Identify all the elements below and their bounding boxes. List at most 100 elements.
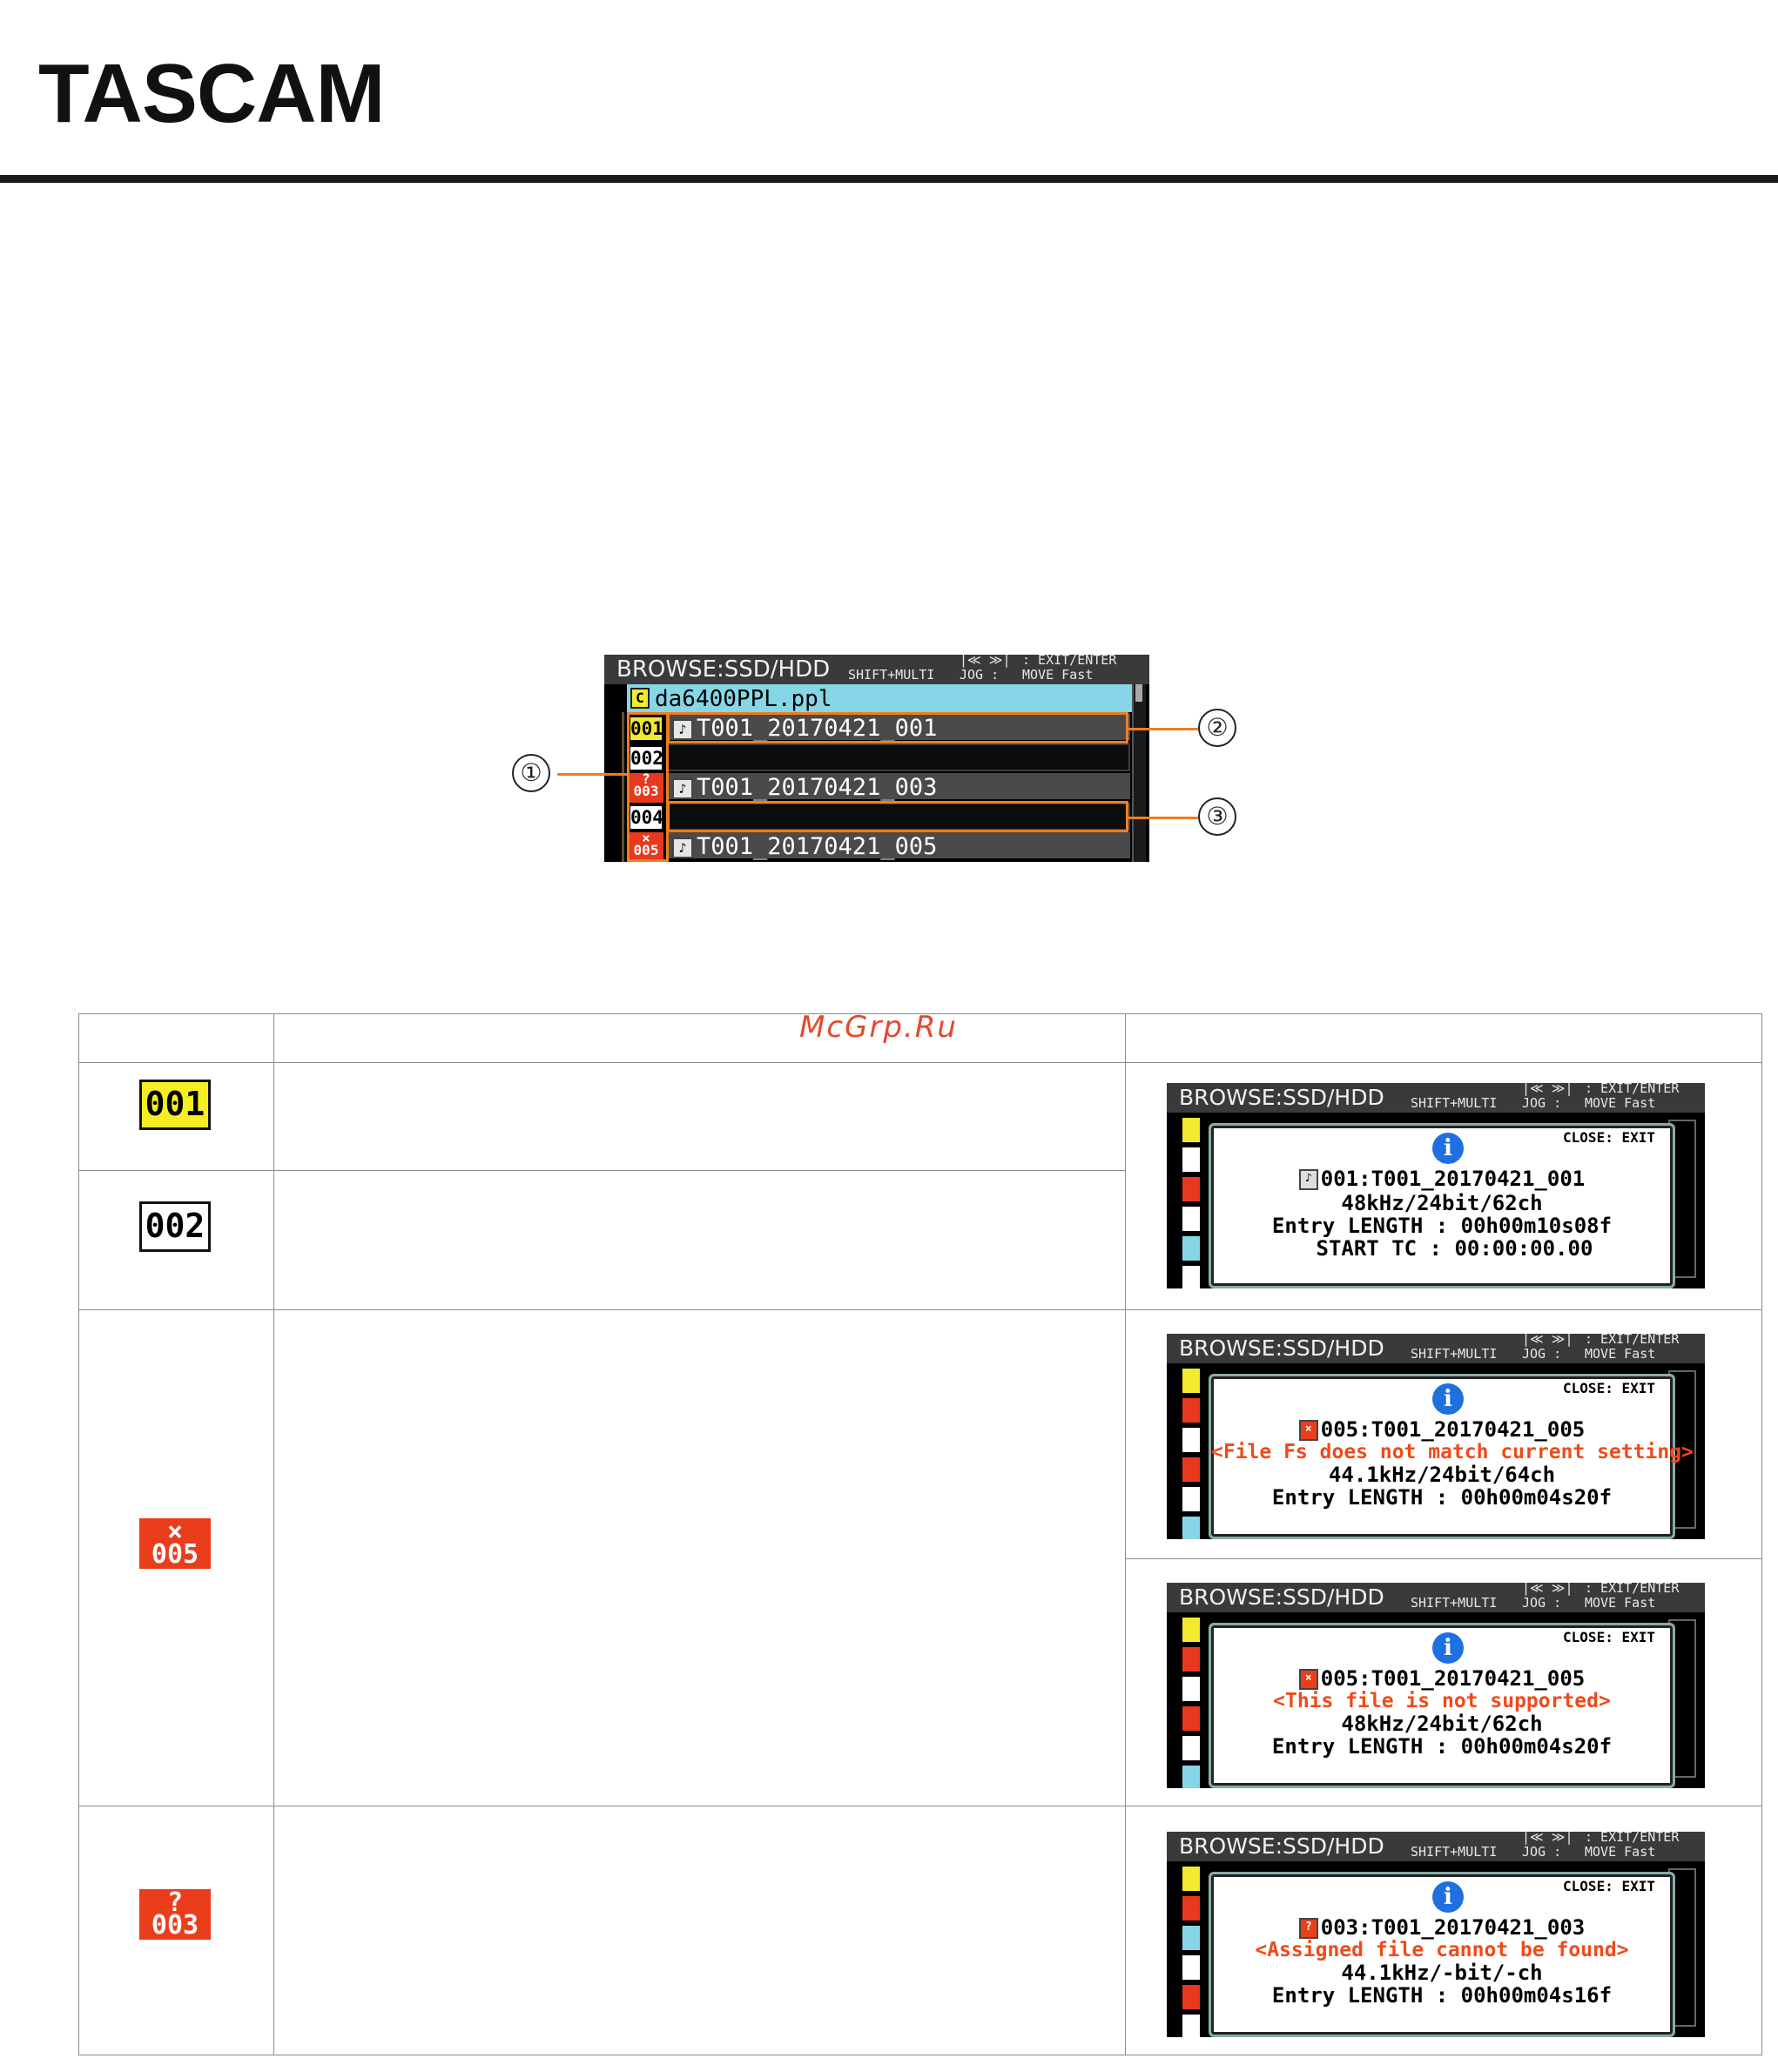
- icon-missing-entry: ? 003: [139, 1889, 211, 1940]
- exit-enter-hint: : EXIT/ENTER: [1585, 1832, 1680, 1845]
- dialog-length-line: Entry LENGTH : 00h00m04s16f: [1271, 1983, 1613, 2008]
- table-rule: [78, 1170, 1125, 1171]
- table-rule: [78, 1013, 79, 2055]
- browse-title-bar: BROWSE:SSD/HDD SHIFT+MULTI |≪ ≫| JOG : :…: [1167, 1583, 1705, 1612]
- shift-multi-hint: SHIFT+MULTI: [1411, 1844, 1498, 1860]
- info-screen-005-fs: BROWSE:SSD/HDD SHIFT+MULTI |≪ ≫| JOG : :…: [1167, 1334, 1705, 1539]
- browse-title: BROWSE:SSD/HDD: [616, 656, 831, 683]
- folder-row[interactable]: C da6400PPL.ppl: [627, 684, 1132, 712]
- callout-2: ②: [1198, 709, 1236, 747]
- entry-number-001: 001: [629, 716, 663, 742]
- icon-normal-entry: 001: [139, 1080, 211, 1130]
- table-rule: [1125, 1013, 1126, 2055]
- callout-3: ③: [1198, 797, 1236, 836]
- dialog-format-line: 48kHz/24bit/62ch: [1341, 1712, 1543, 1736]
- info-dialog[interactable]: CLOSE: EXIT i ×005:T001_20170421_005 <Th…: [1209, 1623, 1675, 1788]
- audio-file-icon: ♪: [1298, 1169, 1318, 1190]
- browse-title-bar: BROWSE:SSD/HDD SHIFT+MULTI |≪ ≫| JOG : :…: [604, 655, 1149, 684]
- info-icon: i: [1432, 1383, 1464, 1415]
- table-rule: [273, 1013, 274, 2055]
- browse-title: BROWSE:SSD/HDD: [1179, 1335, 1384, 1361]
- scrollbar-thumb[interactable]: [1135, 684, 1142, 702]
- table-rule: [78, 1013, 1762, 1014]
- browse-title: BROWSE:SSD/HDD: [1179, 1833, 1384, 1859]
- skip-nav-hint: |≪ ≫|: [960, 655, 1011, 668]
- info-icon: i: [1432, 1133, 1464, 1164]
- browse-title: BROWSE:SSD/HDD: [1179, 1085, 1384, 1110]
- exit-enter-hint: : EXIT/ENTER: [1585, 1083, 1680, 1096]
- browse-scrollbar[interactable]: [1132, 684, 1146, 862]
- audio-file-icon: ♪: [672, 719, 693, 740]
- table-rule: [78, 1309, 1762, 1310]
- move-fast-hint: MOVE Fast: [1585, 1095, 1656, 1111]
- move-fast-hint: MOVE Fast: [1022, 667, 1094, 683]
- move-fast-hint: MOVE Fast: [1585, 1595, 1656, 1611]
- skip-nav-hint: |≪ ≫|: [1522, 1334, 1573, 1347]
- jog-hint: JOG :: [1522, 1844, 1562, 1860]
- browse-title-bar: BROWSE:SSD/HDD SHIFT+MULTI |≪ ≫| JOG : :…: [1167, 1334, 1705, 1363]
- dialog-start-tc-line: START TC : 00:00:00.00: [1290, 1236, 1593, 1261]
- skip-nav-hint: |≪ ≫|: [1522, 1083, 1573, 1096]
- entry-row-003[interactable]: ♪ T001_20170421_003: [667, 773, 1130, 801]
- info-dialog[interactable]: CLOSE: EXIT i ×005:T001_20170421_005 <Fi…: [1209, 1374, 1694, 1539]
- tascam-logo: TASCAM: [38, 47, 385, 140]
- entry-number-003-missing: ? 003: [629, 772, 663, 803]
- entry-id: 001:T001_20170421_001: [1320, 1167, 1586, 1191]
- exit-enter-hint: : EXIT/ENTER: [1585, 1583, 1680, 1596]
- shift-multi-hint: SHIFT+MULTI: [848, 667, 935, 683]
- info-icon: i: [1432, 1881, 1464, 1913]
- dialog-error-line: <File Fs does not match current setting>: [1211, 1441, 1694, 1463]
- table-rule: [1761, 1013, 1762, 2055]
- dialog-format-line: 48kHz/24bit/62ch: [1341, 1191, 1543, 1215]
- exit-enter-hint: : EXIT/ENTER: [1585, 1334, 1680, 1347]
- jog-hint: JOG :: [1522, 1346, 1562, 1362]
- entry-number-005-error: × 005: [629, 831, 663, 862]
- info-dialog[interactable]: CLOSE: EXIT i ?003:T001_20170421_003 <As…: [1209, 1872, 1675, 2037]
- entry-id: 005:T001_20170421_005: [1320, 1417, 1586, 1442]
- info-screen-003-missing: BROWSE:SSD/HDD SHIFT+MULTI |≪ ≫| JOG : :…: [1167, 1832, 1705, 2037]
- browse-title-bar: BROWSE:SSD/HDD SHIFT+MULTI |≪ ≫| JOG : :…: [1167, 1083, 1705, 1113]
- dialog-error-line: <This file is not supported>: [1273, 1690, 1611, 1712]
- dialog-entry-line: ×005:T001_20170421_005: [1211, 1418, 1673, 1441]
- unsupported-file-icon: ×: [1298, 1669, 1318, 1690]
- callout-2-leader: [1128, 728, 1198, 730]
- icon-empty-entry: 002: [139, 1201, 211, 1252]
- entry-id: 003:T001_20170421_003: [1320, 1915, 1586, 1940]
- dialog-format-line: 44.1kHz/24bit/64ch: [1328, 1463, 1556, 1487]
- number-column-highlight: [627, 712, 669, 862]
- table-rule: [78, 1062, 1762, 1063]
- jog-hint: JOG :: [1522, 1095, 1562, 1111]
- current-folder-badge: C: [630, 688, 650, 709]
- callout-3-leader: [1128, 817, 1198, 819]
- move-fast-hint: MOVE Fast: [1585, 1844, 1656, 1860]
- callout-1: ①: [512, 754, 550, 792]
- move-fast-hint: MOVE Fast: [1585, 1346, 1656, 1362]
- info-dialog[interactable]: CLOSE: EXIT i ♪001:T001_20170421_001 48k…: [1209, 1123, 1675, 1288]
- close-hint: CLOSE: EXIT: [1563, 1629, 1655, 1645]
- skip-nav-hint: |≪ ≫|: [1522, 1832, 1573, 1845]
- entry-row-005[interactable]: ♪ T001_20170421_005: [667, 832, 1130, 860]
- dialog-format-line: 44.1kHz/-bit/-ch: [1341, 1961, 1543, 1985]
- exit-enter-hint: : EXIT/ENTER: [1022, 655, 1117, 668]
- dialog-entry-line: ♪001:T001_20170421_001: [1211, 1167, 1673, 1190]
- callout-1-leader: [557, 773, 627, 776]
- entry-number-002: 002: [629, 745, 663, 771]
- header-rule: [0, 175, 1778, 183]
- entry-row-001[interactable]: ♪ T001_20170421_001: [667, 714, 1130, 742]
- watermark: McGrp.Ru: [799, 1010, 958, 1045]
- entry-row-002[interactable]: [667, 743, 1130, 771]
- entry-number-004: 004: [629, 804, 663, 831]
- shift-multi-hint: SHIFT+MULTI: [1411, 1346, 1498, 1362]
- jog-hint: JOG :: [960, 667, 1000, 683]
- dialog-length-line: Entry LENGTH : 00h00m10s08f: [1271, 1214, 1613, 1238]
- missing-file-icon: ?: [1298, 1918, 1318, 1939]
- browse-title-bar: BROWSE:SSD/HDD SHIFT+MULTI |≪ ≫| JOG : :…: [1167, 1832, 1705, 1861]
- entry-name: T001_20170421_005: [697, 833, 938, 860]
- dialog-length-line: Entry LENGTH : 00h00m04s20f: [1271, 1734, 1613, 1759]
- entry-id: 005:T001_20170421_005: [1320, 1666, 1586, 1691]
- shift-multi-hint: SHIFT+MULTI: [1411, 1095, 1498, 1111]
- close-hint: CLOSE: EXIT: [1563, 1878, 1655, 1894]
- browse-title: BROWSE:SSD/HDD: [1179, 1584, 1384, 1610]
- audio-file-icon: ♪: [672, 778, 693, 799]
- info-icon: i: [1432, 1632, 1464, 1664]
